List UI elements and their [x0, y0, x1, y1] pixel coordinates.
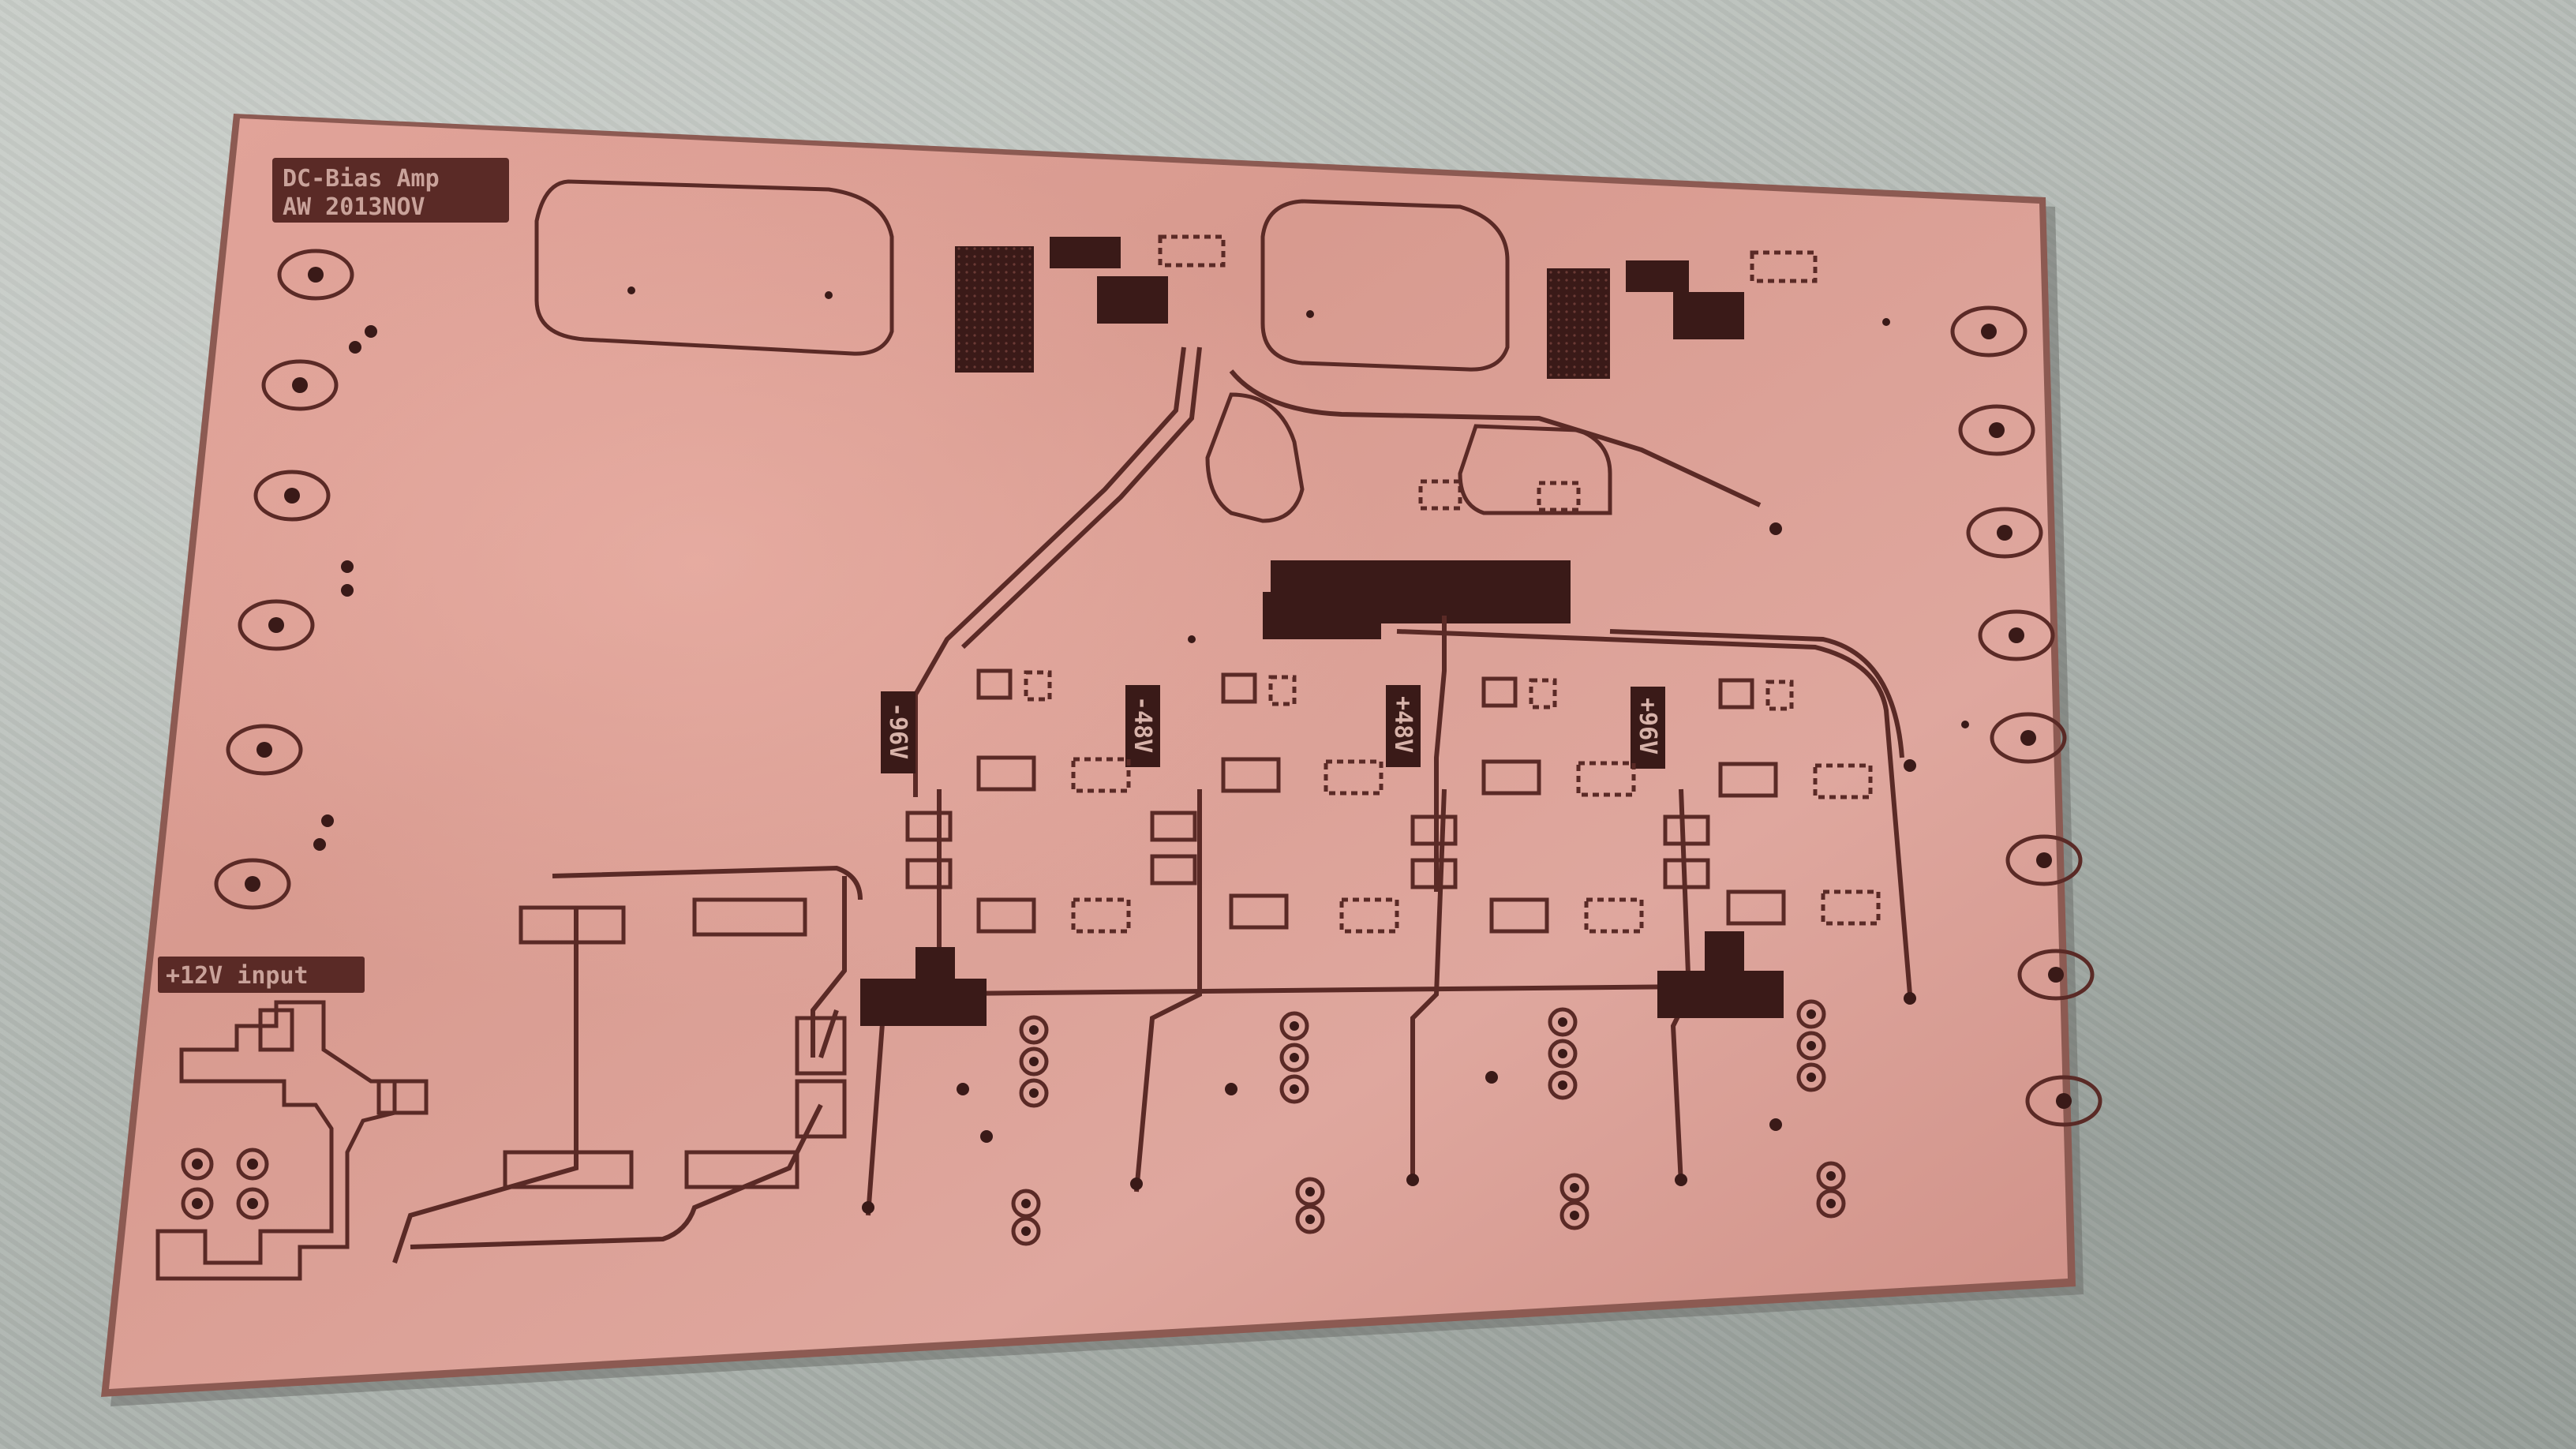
rail-label-plus96: +96V — [1634, 698, 1661, 754]
rail-label-bg-2 — [1125, 685, 1160, 767]
rail-label-minus48: -48V — [1129, 696, 1156, 753]
rail-labels: -96V -48V +48V +96V — [881, 685, 1665, 773]
input-label-bg — [158, 957, 365, 993]
rail-label-plus48: +48V — [1389, 696, 1417, 753]
input-label: +12V input — [166, 962, 309, 990]
left-edge-holes — [245, 267, 377, 892]
rail-label-bg-3 — [1386, 685, 1421, 767]
title-block-bg — [272, 158, 509, 223]
board-title-line1: DC-Bias Amp — [283, 165, 440, 193]
ground-pours — [955, 246, 1610, 639]
right-edge-holes — [1981, 324, 2072, 1109]
board-title-line2: AW 2013NOV — [283, 193, 425, 221]
tht-pads — [181, 286, 1969, 1246]
transistor-pads — [860, 237, 1784, 1026]
rail-label-bg-1 — [881, 691, 915, 773]
rail-label-minus96: -96V — [884, 702, 912, 759]
input-section: +12V input — [155, 957, 429, 1281]
title-block: DC-Bias Amp AW 2013NOV — [272, 158, 509, 223]
smd-pad-outlines — [503, 234, 1881, 1189]
copper-shine — [109, 118, 2068, 1389]
left-edge-pads — [214, 249, 354, 910]
rail-label-bg-4 — [1631, 687, 1665, 769]
right-edge-pads — [1950, 305, 2102, 1127]
